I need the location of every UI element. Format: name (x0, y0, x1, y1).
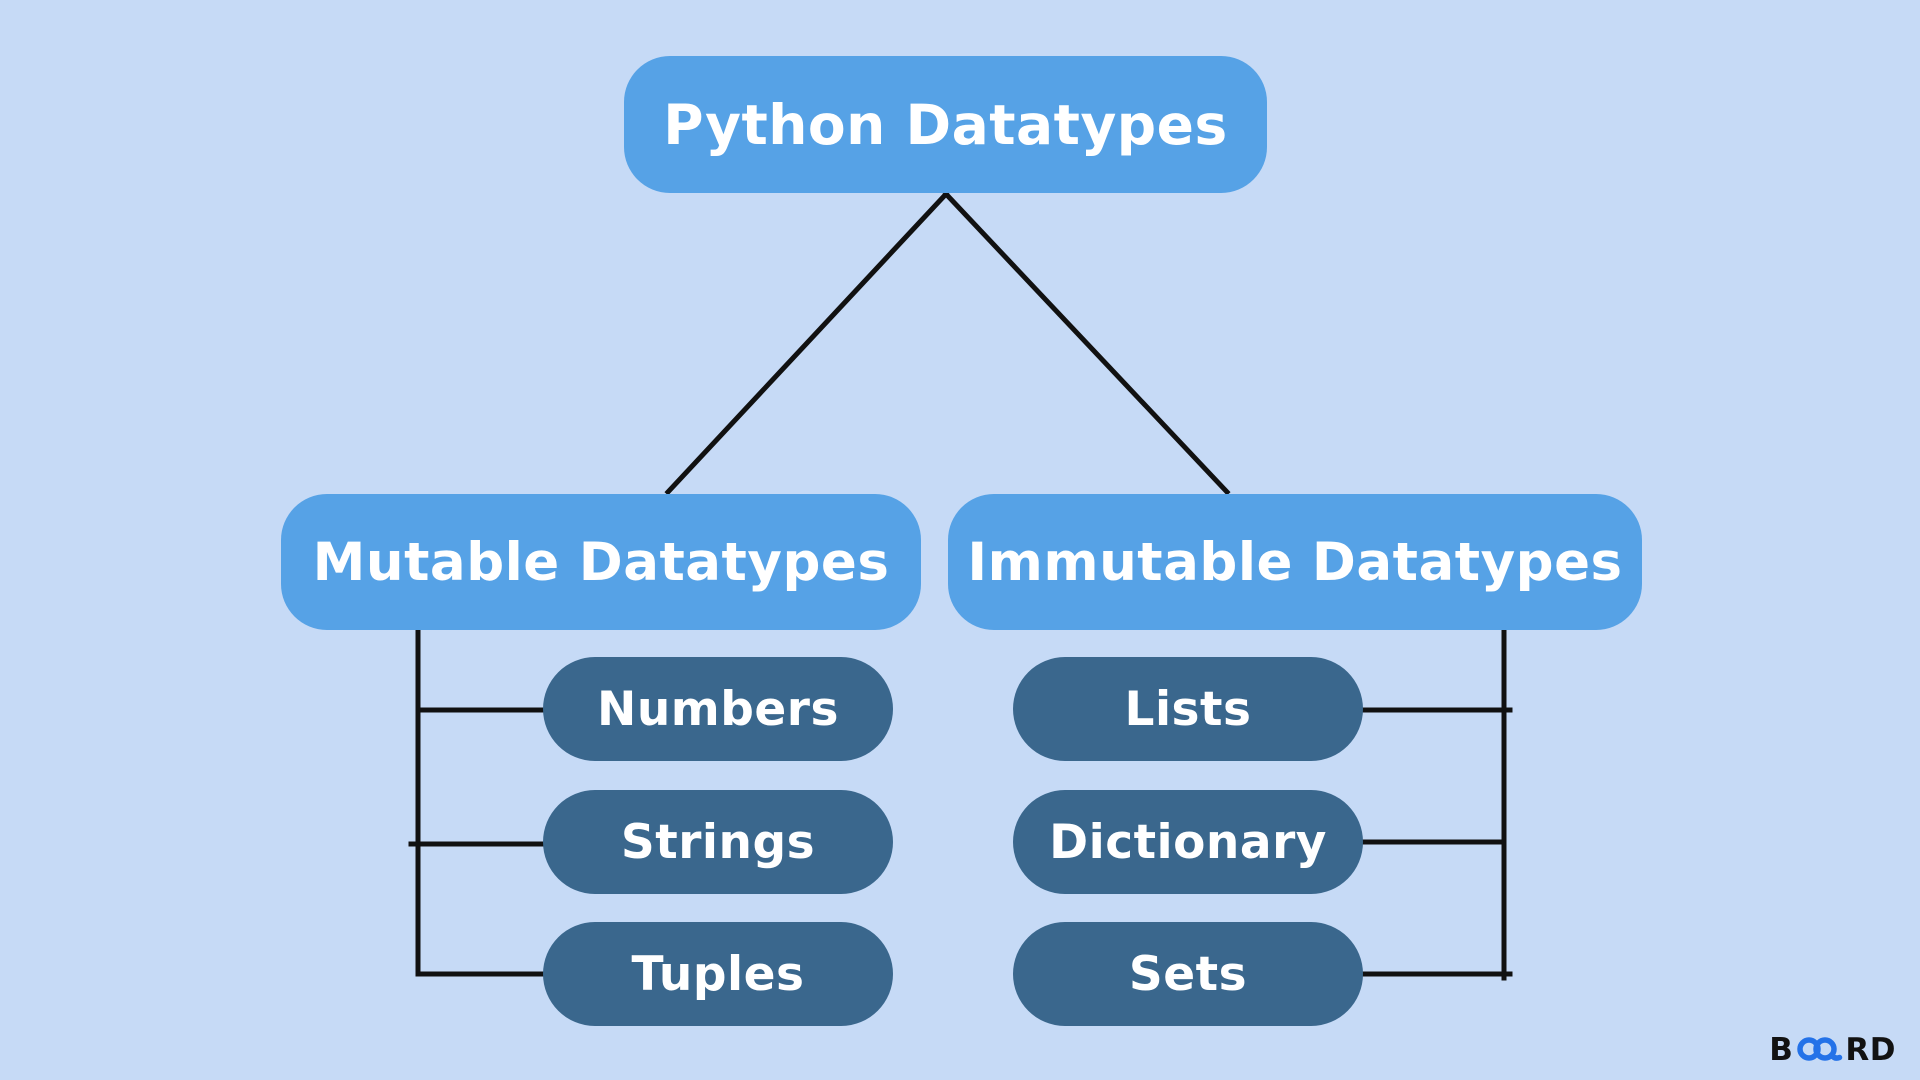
node-strings: Strings (543, 790, 893, 894)
infinity-icon (1797, 1037, 1843, 1061)
edge-root-to-mutable (664, 190, 950, 496)
node-immutable-datatypes: Immutable Datatypes (948, 494, 1642, 630)
node-dictionary: Dictionary (1013, 790, 1363, 894)
node-python-datatypes: Python Datatypes (624, 56, 1267, 193)
node-tuples: Tuples (543, 922, 893, 1026)
logo-text-rd: RD (1845, 1031, 1896, 1068)
edge-root-to-immutable (942, 190, 1231, 496)
node-sets: Sets (1013, 922, 1363, 1026)
board-logo: B RD (1769, 1034, 1896, 1066)
node-mutable-datatypes: Mutable Datatypes (281, 494, 921, 630)
node-lists: Lists (1013, 657, 1363, 761)
logo-text-b: B (1769, 1031, 1794, 1068)
node-numbers: Numbers (543, 657, 893, 761)
